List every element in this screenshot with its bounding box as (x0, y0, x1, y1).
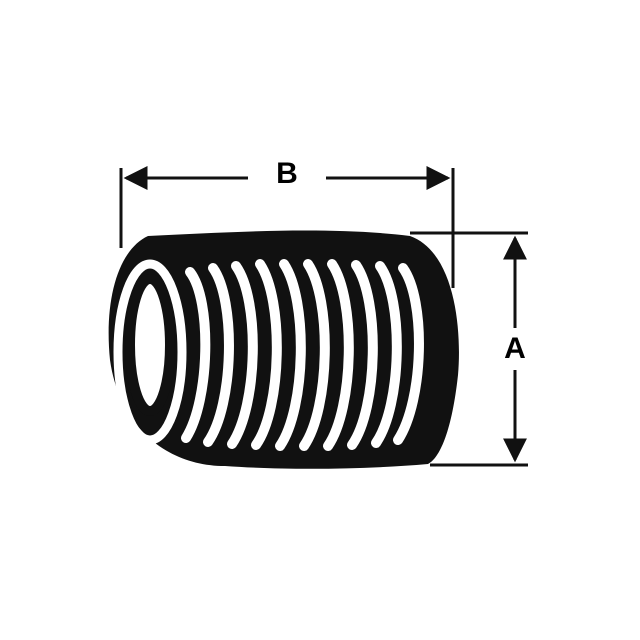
coupling-inner-bore (125, 274, 175, 416)
dimension-a-label: A (504, 332, 526, 365)
thread-crest (323, 259, 354, 451)
coupling-opening-ring (113, 259, 187, 445)
thread-crest (203, 263, 234, 447)
thread-crest (227, 261, 258, 449)
thread-crest (347, 260, 378, 450)
thread-crest (371, 261, 402, 448)
thread-crest (393, 263, 424, 445)
dimension-a: A (410, 231, 528, 467)
dimension-b: B (119, 157, 455, 288)
thread-crest (181, 267, 211, 443)
thread-crest (299, 259, 330, 451)
thread-crests (181, 259, 424, 451)
dimension-b-label: B (276, 157, 298, 190)
thread-crest (275, 259, 306, 451)
coupling-body (108, 230, 459, 469)
thread-crest (251, 259, 282, 450)
